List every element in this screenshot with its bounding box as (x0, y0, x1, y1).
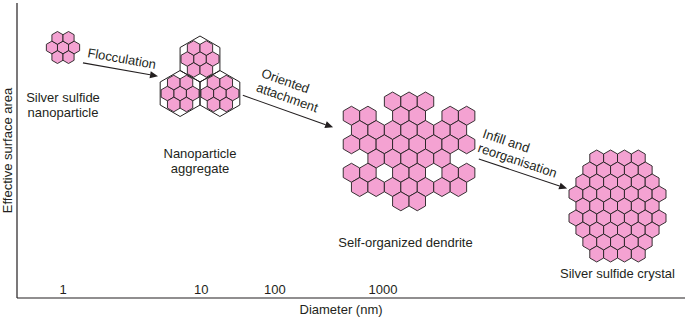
hexagon-illustration (46, 31, 80, 64)
hexagon-particle (434, 178, 450, 197)
y-axis (16, 3, 17, 298)
stage-label: Silver sulfide crystal (560, 267, 675, 282)
hexagon-particle (187, 63, 200, 78)
arrow-head (150, 71, 158, 78)
hexagon-particle (180, 97, 193, 112)
arrow-label: Oriented attachment (254, 67, 334, 120)
particle-outline (180, 36, 220, 82)
arrow-head (558, 183, 567, 190)
hexagon-particle (618, 246, 632, 262)
tick-label: 1 (60, 283, 67, 298)
arrow-label: Flocculation (87, 46, 158, 73)
hexagon-particle (450, 178, 466, 197)
hexagon-particle (590, 246, 604, 262)
tick-label: 100 (264, 283, 286, 298)
crystal-cluster: Silver sulfide crystal (569, 150, 666, 262)
hexagon-particle (343, 135, 359, 154)
hexagon-particle (180, 75, 193, 90)
hexagon-particle (409, 192, 425, 211)
hexagon-particle (52, 32, 63, 45)
tick-label: 10 (194, 283, 208, 298)
hexagon-particle (393, 192, 409, 211)
arrow-head (324, 121, 333, 128)
hexagon-particle (200, 41, 213, 56)
hexagon-particle (351, 178, 367, 197)
stage-label: Self-organized dendrite (338, 236, 472, 251)
hexagon-particle (187, 41, 200, 56)
nanoparticle-cluster: Silver sulfide nanoparticle (46, 31, 80, 64)
hexagon-particle (167, 97, 180, 112)
particle-outline (200, 71, 240, 117)
axis-title: Effective surface area (1, 87, 16, 213)
stage-label: Nanoparticle aggregate (154, 147, 246, 177)
hexagon-particle (63, 51, 74, 64)
hexagon-illustration (569, 150, 666, 262)
hexagon-particle (167, 75, 180, 90)
hexagon-particle (207, 75, 220, 90)
hexagon-particle (604, 246, 618, 262)
hexagon-particle (220, 75, 233, 90)
aggregate-cluster: Nanoparticle aggregate (160, 36, 240, 117)
tick-label: 1000 (369, 283, 398, 298)
hexagon-illustration (160, 36, 240, 117)
hexagon-particle (63, 32, 74, 45)
hexagon-illustration (335, 92, 476, 212)
hexagon-particle (220, 97, 233, 112)
hexagon-particle (631, 246, 645, 262)
hexagon-particle (458, 135, 474, 154)
dendrite-cluster: Self-organized dendrite (335, 92, 476, 212)
hexagon-particle (200, 63, 213, 78)
arrow-label: Infill and reorganisation (476, 126, 580, 186)
stage-label: Silver sulfide nanoparticle (13, 91, 113, 121)
particle-outline (160, 71, 200, 117)
x-axis (17, 297, 685, 298)
axis-title: Diameter (nm) (300, 303, 383, 318)
hexagon-particle (52, 51, 63, 64)
hexagon-particle (368, 178, 384, 197)
hexagon-particle (207, 97, 220, 112)
